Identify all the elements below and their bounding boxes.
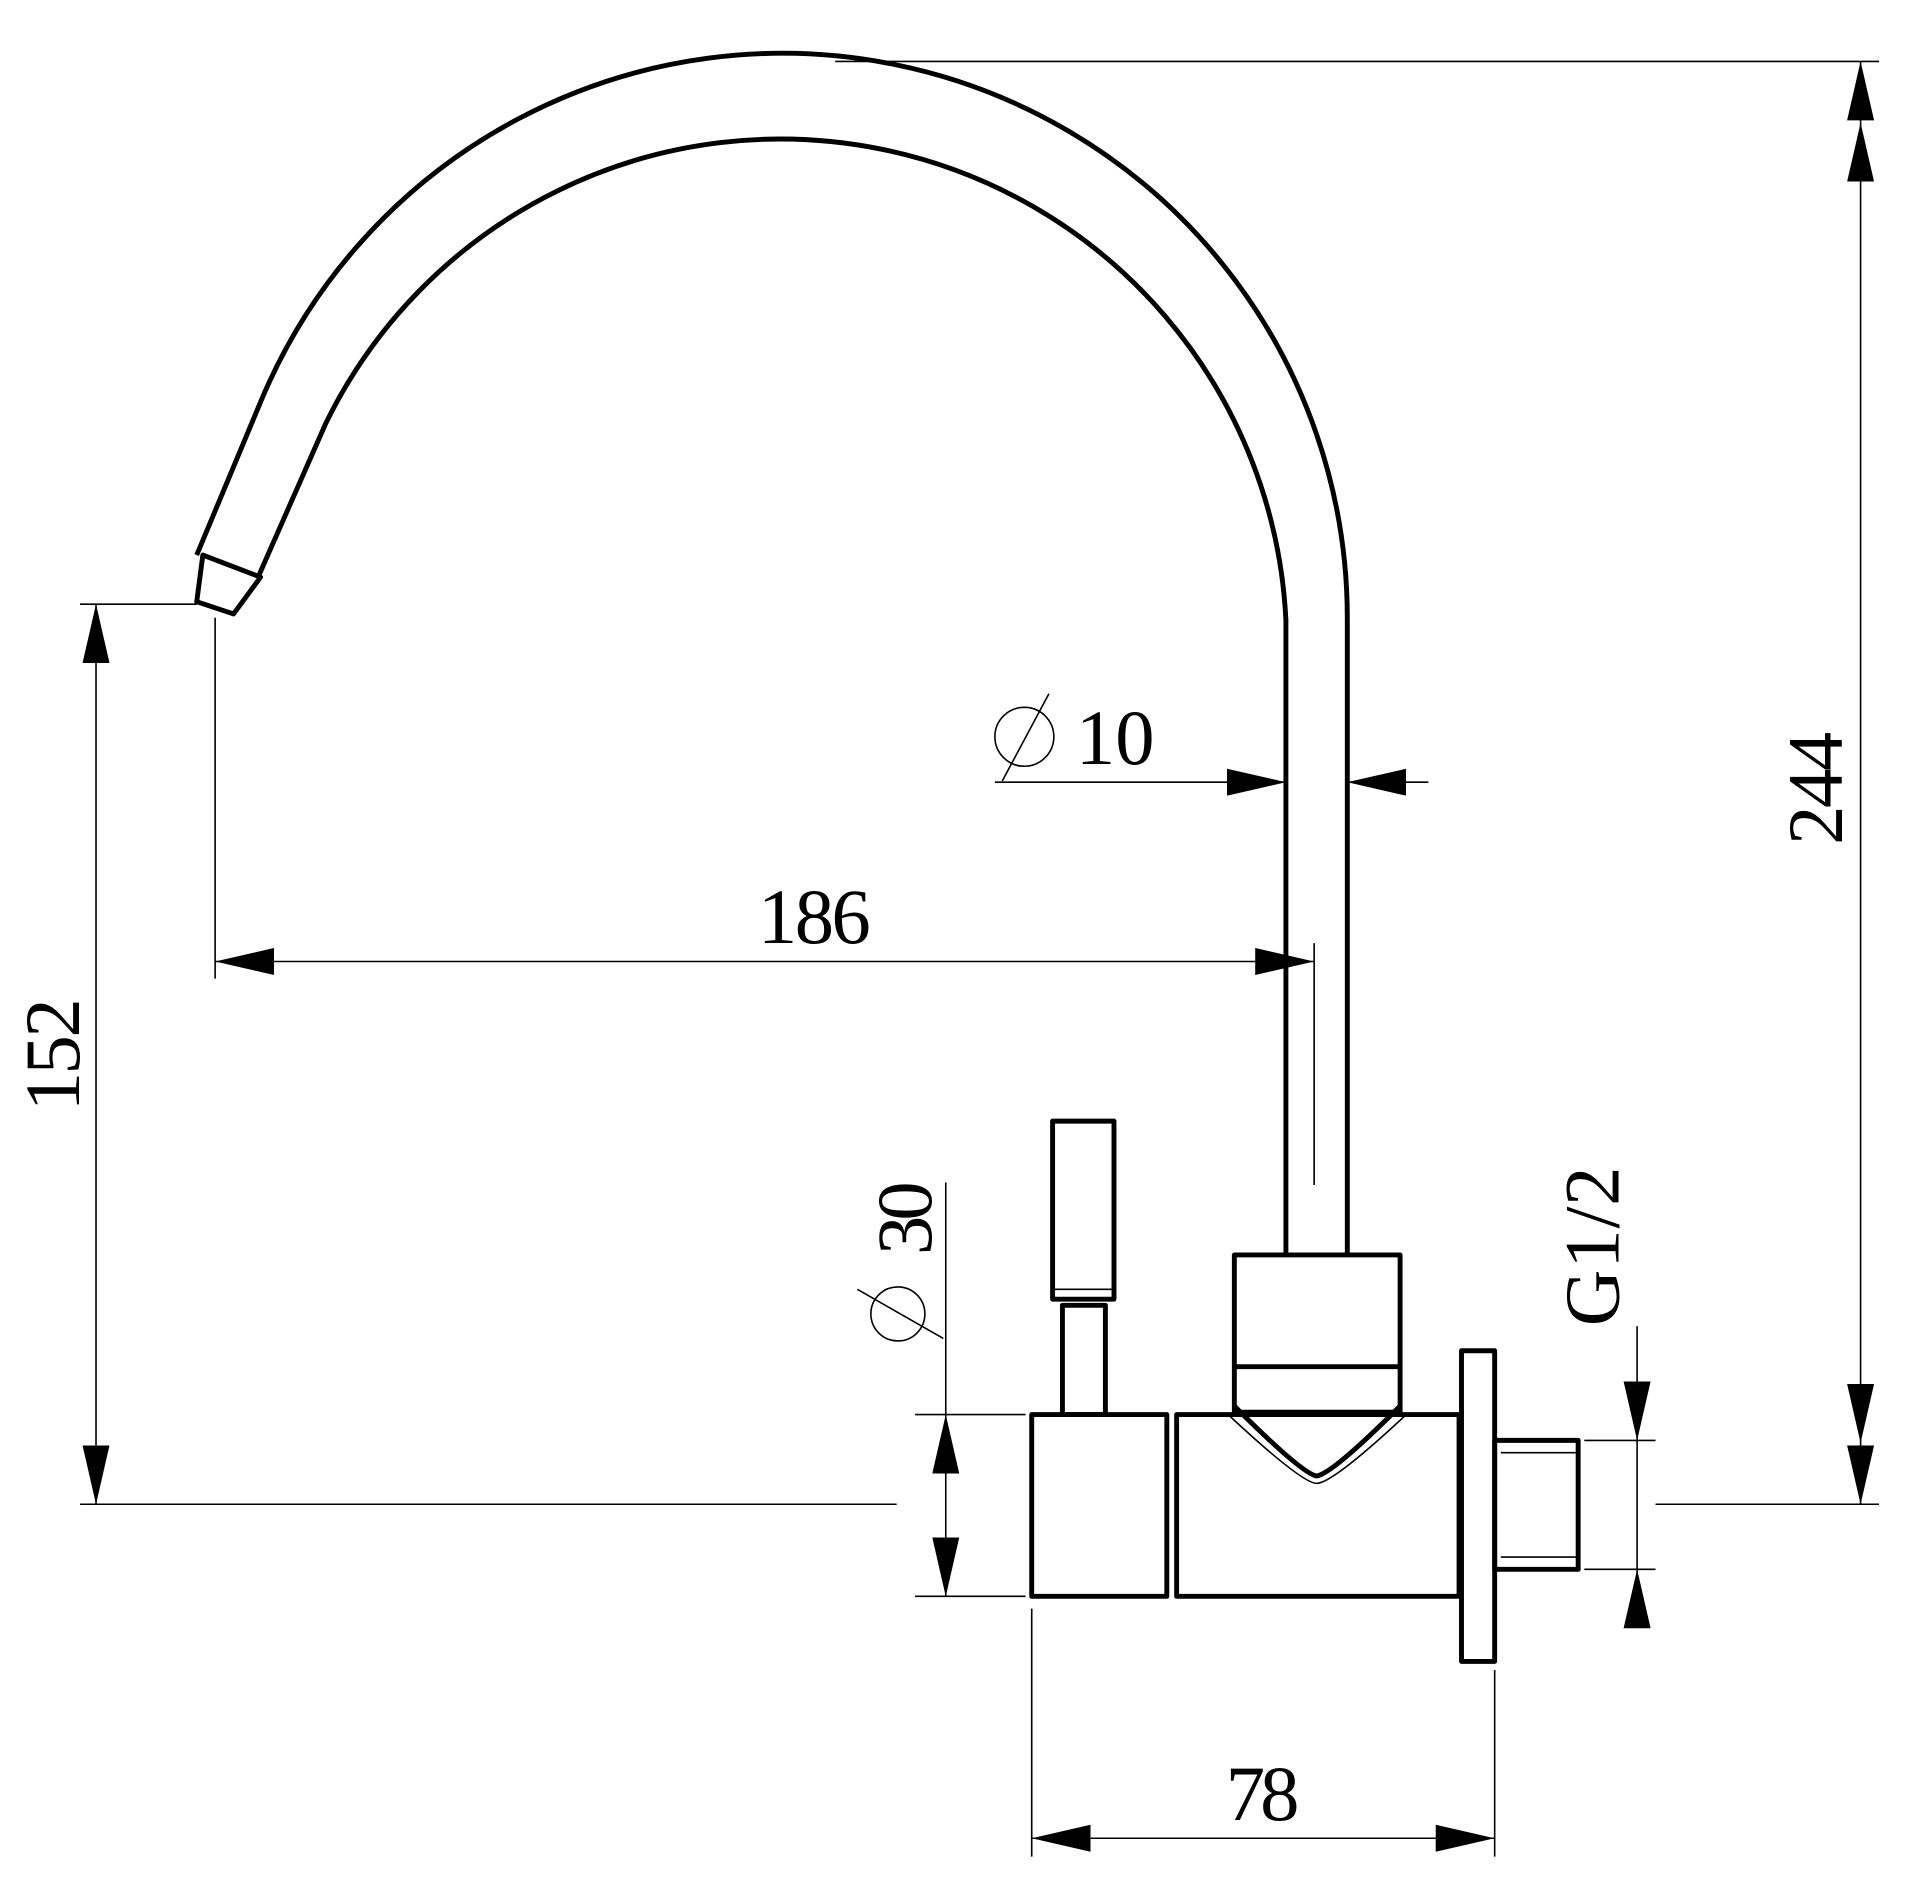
dimension-spout-height: 152 <box>9 603 897 1506</box>
dim-label-30: 30 <box>861 1181 948 1255</box>
dim-label-78: 78 <box>1226 1750 1300 1837</box>
diameter-icon <box>856 1286 944 1342</box>
dim-label-186: 186 <box>758 873 871 960</box>
flange <box>1459 1348 1498 1664</box>
dimension-thread: G1/2 <box>1549 1167 1656 1629</box>
dim-label-244: 244 <box>1772 732 1859 845</box>
valve-body <box>1029 1118 1581 1664</box>
dimension-total-height: 244 <box>835 60 1880 1506</box>
dim-label-g12: G1/2 <box>1549 1167 1636 1327</box>
nozzle <box>194 552 264 617</box>
dimension-spout-reach: 186 <box>214 617 1315 1185</box>
dim-label-152: 152 <box>9 998 96 1111</box>
thread-connector <box>1492 1437 1581 1572</box>
diameter-icon <box>994 693 1055 782</box>
dimension-body-length: 78 <box>1030 1608 1496 1857</box>
handle <box>1050 1118 1117 1302</box>
dimension-body-diameter: 30 <box>856 1181 1026 1598</box>
dim-label-10: 10 <box>1076 694 1155 781</box>
spout <box>194 50 1350 1255</box>
dimension-pipe-diameter: 10 <box>994 693 1429 796</box>
